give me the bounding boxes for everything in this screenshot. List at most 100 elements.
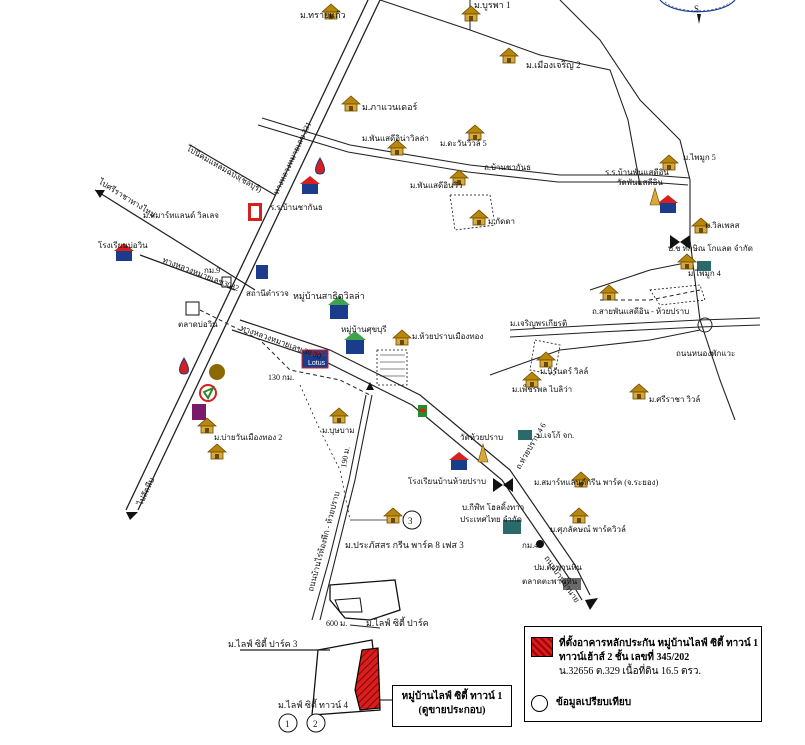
comparison-marker	[402, 510, 422, 530]
lotus-text: Lotus	[308, 360, 326, 367]
km4-marker	[536, 540, 544, 548]
factory-icon	[697, 261, 711, 271]
place-label: ตลาดบ่อวิน	[178, 320, 218, 329]
marker-number: 3	[408, 516, 413, 526]
marker-number: 1	[285, 719, 290, 729]
road-huay-prap	[231, 319, 591, 601]
police-logo	[256, 265, 268, 279]
prakatsorn-label: ม.ประภัสสร กรีน พาร์ค 8 เฟส 3	[345, 539, 464, 550]
road-ban-chang-than	[257, 117, 691, 186]
place-label: ปม.ตะพานหิน	[534, 563, 582, 572]
place-label: วัดห้วยปราบ	[460, 433, 503, 442]
village-label: ม.บุษบาม	[322, 426, 354, 435]
village-house-icon	[341, 95, 361, 112]
village-house-icon	[499, 47, 519, 64]
comparison-marker	[306, 713, 326, 733]
village-label: ม.พันแสดีอินวิว	[410, 181, 463, 190]
place-label: ร.ร.บ้านชากันธ	[270, 203, 323, 212]
village-house-icon	[207, 443, 227, 460]
village-label: ม.ห้วยปราบเมืองทอง	[412, 332, 483, 341]
road-label: 190 ม.	[339, 446, 352, 469]
highway-331	[125, 0, 381, 511]
village-house-icon	[599, 284, 619, 301]
village-label: ม.ภาแวนเดอร์	[362, 101, 418, 112]
road-label: ถ.สายพันแสดีอิน - ห้วยปราบ	[592, 307, 689, 316]
village-label: ม.เพ็ชรพล ไบลิว่า	[512, 384, 572, 394]
shop-logo	[192, 404, 206, 420]
place-label: บ.ช ทักษิณ โกแลต จำกัด	[668, 243, 753, 253]
road-label: ทางหลวงหมายเลข3032	[161, 255, 240, 292]
village-label: ม.บ่ายวันเมืองทอง 2	[214, 433, 282, 442]
legend-item-comparison: ข้อมูลเปรียบเทียบ	[531, 695, 631, 712]
road-label: ถนนหนองพักแวะ	[676, 349, 735, 358]
village-house-icon	[629, 383, 649, 400]
place-label: ร.ร.บ้านพันแสดีอิน	[605, 168, 669, 177]
village-label: ม.ดะวันวิวล์ 5	[440, 138, 487, 148]
road-label: ถ.ห่วยปราบ 4 6	[514, 421, 548, 471]
village-label: หมู่บ้านศุขบุรี	[341, 325, 387, 335]
village-label: ม.กัดดา	[488, 217, 515, 226]
place-label: บ.เจโก้ จก.	[537, 430, 574, 440]
ptt-logo	[209, 364, 225, 380]
comparison-circle-icon	[531, 695, 548, 712]
village-house-icon	[465, 124, 485, 141]
legend-text: ข้อมูลเปรียบเทียบ	[556, 697, 632, 708]
road-label: ไปสัตหีบ	[135, 476, 156, 507]
road-ban-rai-huay-prap	[311, 394, 373, 621]
village-label: ม.ศรีราชา วิวล์	[649, 394, 700, 404]
temple-icon	[477, 186, 661, 463]
village-label: ม.ศุภลัคษณ์ พาร์ควิวล์	[550, 524, 626, 534]
village-label: ม.เมืองเจริญ 2	[526, 60, 581, 70]
village-label: ม.ไพมูก 5	[683, 153, 716, 163]
life-city-town4-label: ม.ไลฟ์ ซิตี้ ทาวน์ 4	[278, 698, 348, 710]
village-house-icon	[569, 507, 589, 524]
callout-note: (ดูขายประกอบ)	[418, 705, 486, 716]
village-label: ม.สมาร์ทแลนด์ วิลเลจ	[143, 210, 219, 220]
school-icon	[114, 176, 678, 470]
highway-3032	[139, 254, 236, 291]
village-label: ม.บูรพา 1	[474, 0, 510, 11]
collateral-swatch	[531, 637, 553, 657]
marker-number: 2	[313, 719, 318, 729]
road-label: ไปศรีราชาทางไหม่	[96, 177, 157, 220]
village-house-icon	[197, 417, 217, 434]
legend-text: ทาวน์เฮ้าส์ 2 ชั้น เลขที่ 345/202	[559, 652, 690, 663]
legend: ที่ตั้งอาคารหลักประกัน หมู่บ้านไลฟ์ ซิตี…	[524, 626, 762, 722]
road-phan-sadet	[509, 317, 761, 338]
place-label: สถานีตำรวจ	[246, 289, 289, 298]
village-cluster-icon	[328, 296, 366, 354]
legend-item-collateral: ที่ตั้งอาคารหลักประกัน หมู่บ้านไลฟ์ ซิตี…	[531, 637, 758, 679]
village-label: ม.สมาร์ทแลนด์กรีน พาร์ค (จ.ระยอง)	[534, 477, 659, 487]
factory-icon	[518, 430, 532, 440]
market-stall-icon	[563, 578, 581, 590]
market-logo	[185, 301, 200, 316]
collateral-site-marker	[354, 647, 381, 711]
factory-icon	[503, 520, 521, 534]
place-label: กม.9	[204, 266, 220, 275]
village-label: ม.ไพมูก 4	[688, 269, 721, 279]
village-house-icon	[392, 329, 412, 346]
site-callout: หมู่บ้านไลฟ์ ซิตี้ ทาวน์ 1 (ดูขายประกอบ)	[392, 685, 512, 727]
tesco-text: TESCO	[306, 352, 327, 358]
fuel-station-icon	[179, 357, 189, 375]
life-city-park-compound	[240, 579, 401, 716]
road-label: ถ.บ้านชากันธ	[484, 163, 531, 172]
place-label: โรงเรียนบ่อวิน	[98, 240, 148, 250]
legend-text: ที่ตั้งอาคารหลักประกัน หมู่บ้านไลฟ์ ซิตี…	[559, 638, 759, 649]
village-label: ม.ทรายแก้ว	[300, 10, 346, 20]
place-label: ตลาดตะพานหิน	[522, 577, 578, 586]
village-label: ม.วิลเพลส	[705, 221, 740, 230]
distance-label: 600 ม.	[326, 619, 347, 628]
village-house-icon	[383, 507, 403, 524]
place-label: บ.กีฬ์ท โฮลดิ้งทาว	[462, 501, 524, 512]
village-label: หมู่บ้านสาธิตวิลล่า	[293, 291, 365, 302]
village-house-icon	[536, 351, 556, 368]
village-label: ม.เจริญพรเกียรติ	[510, 319, 567, 328]
village-house-icon	[329, 407, 349, 424]
village-label: ม.พันแสดีอิน่าวิลล่า	[362, 134, 429, 143]
km9-post	[221, 276, 232, 288]
compass-south-label: S	[694, 4, 699, 14]
place-label: กม.4	[522, 541, 538, 550]
